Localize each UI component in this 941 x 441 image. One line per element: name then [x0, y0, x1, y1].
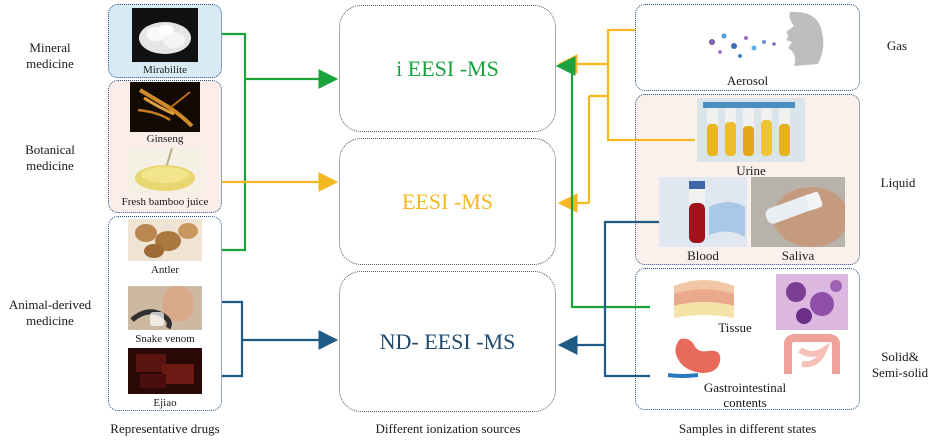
stomach-image: [662, 335, 726, 381]
ginseng-image: [130, 82, 200, 132]
animal-derived-medicine-label: Animal-derived medicine: [8, 297, 92, 328]
snake-handler-icon: [130, 286, 194, 330]
blue-connector-left: [222, 300, 244, 378]
breath-aerosol-icon: [709, 11, 824, 67]
urine-tubes-icon: [703, 102, 795, 156]
ieesi-ms-label: i EESI -MS: [396, 55, 499, 81]
eesi-ms-label: EESI -MS: [401, 188, 494, 214]
ginseng-root-icon: [137, 88, 194, 128]
samples-states-label: Samples in different states: [678, 421, 817, 436]
antler-caption: Antler: [150, 264, 180, 276]
tissue-caption: Tissue: [718, 320, 752, 335]
bamboo-juice-image: [128, 148, 202, 194]
bamboo-juice-caption: Fresh bamboo juice: [121, 196, 209, 208]
blood-tube-icon: [659, 177, 747, 247]
tissue-skin-image: [668, 272, 740, 322]
mirabilite-image: [132, 8, 198, 62]
nd-eesi-ms-label: ND- EESI -MS: [379, 328, 516, 354]
stomach-icon: [667, 338, 721, 378]
ginseng-caption: Ginseng: [146, 133, 184, 145]
urine-caption: Urine: [736, 163, 766, 178]
intestine-icon: [784, 334, 840, 374]
green-connector-right: [570, 66, 650, 309]
representative-drugs-label: Representative drugs: [110, 421, 220, 436]
aerosol-caption: Aerosol: [726, 73, 769, 88]
saliva-caption: Saliva: [781, 248, 815, 263]
snake-venom-image: [128, 286, 202, 330]
juice-bowl-icon: [135, 148, 195, 191]
antler-slices-icon: [135, 223, 198, 258]
ejiao-image: [128, 348, 202, 394]
gas-label: Gas: [886, 38, 908, 53]
ionization-sources-label: Different ionization sources: [375, 421, 521, 436]
snake-venom-caption: Snake venom: [135, 333, 195, 345]
histology-icon: [776, 274, 848, 330]
blood-caption: Blood: [687, 248, 719, 263]
mirabilite-caption: Mirabilite: [143, 64, 187, 76]
ejiao-blocks-icon: [136, 354, 194, 388]
green-connector-left: [222, 32, 247, 252]
liquid-label: Liquid: [880, 175, 916, 190]
antler-image: [128, 219, 202, 261]
gi-contents-caption: Gastrointestinal contents: [703, 380, 787, 410]
urine-image: [697, 98, 805, 162]
ejiao-caption: Ejiao: [153, 397, 177, 409]
blue-connector-right: [603, 220, 659, 378]
botanical-medicine-label: Botanical medicine: [25, 142, 75, 173]
skin-layers-icon: [674, 280, 734, 318]
yellow-connector-right: [606, 28, 695, 142]
mirabilite-crystals-icon: [139, 22, 191, 54]
mineral-medicine-label: Mineral medicine: [26, 40, 74, 71]
solid-semi-solid-label: Solid& Semi-solid: [871, 349, 929, 380]
nd-eesi-ms-box: ND- EESI -MS: [339, 271, 556, 412]
eesi-ms-box: EESI -MS: [339, 138, 556, 265]
blood-image: [659, 177, 747, 247]
tissue-histology-image: [776, 274, 848, 330]
ieesi-ms-box: i EESI -MS: [339, 5, 556, 132]
saliva-image: [751, 177, 845, 247]
aerosol-image: [690, 8, 830, 72]
saliva-tube-icon: [765, 187, 845, 247]
intestine-image: [778, 334, 846, 382]
